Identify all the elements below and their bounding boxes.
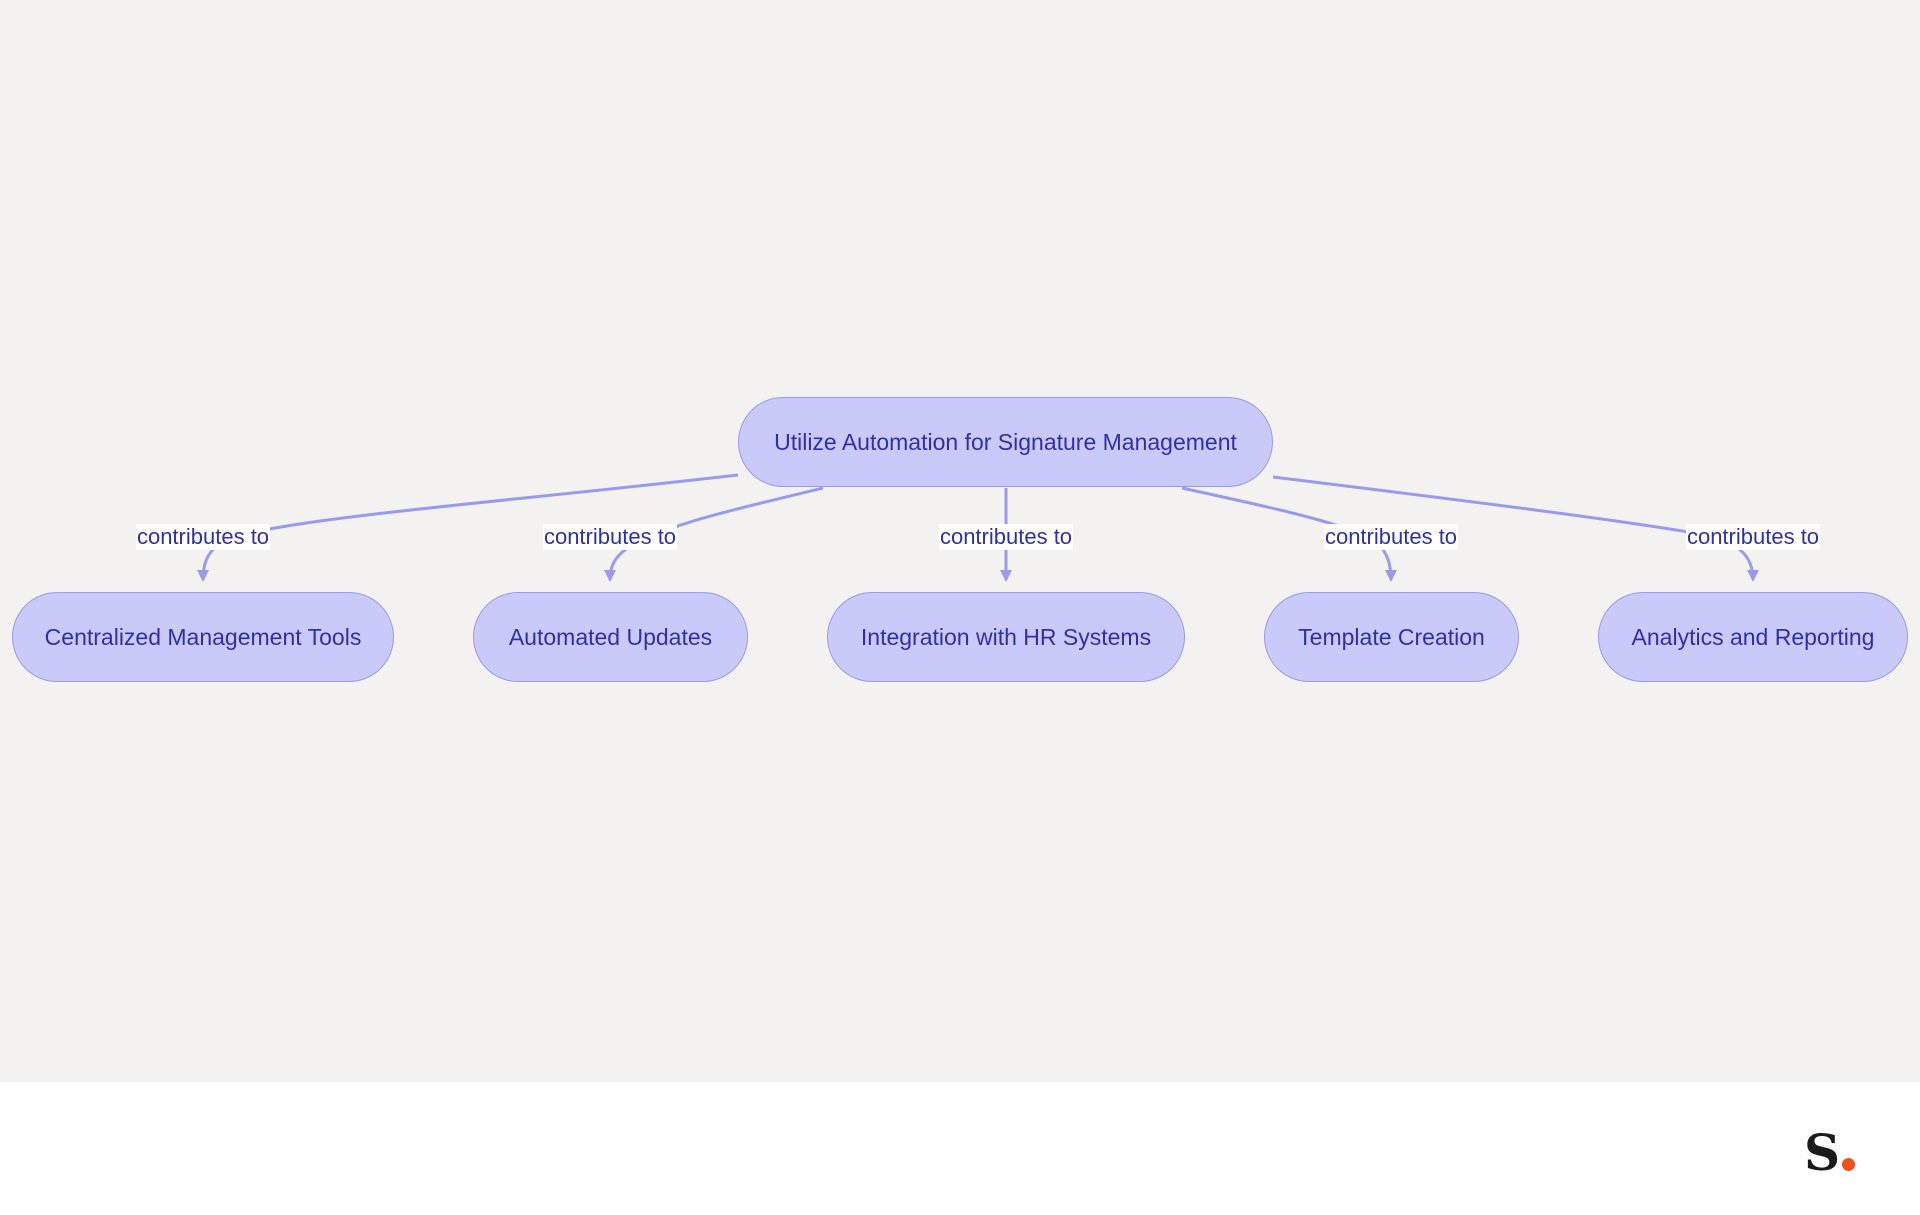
child-node-automated-updates: Automated Updates [473,592,748,682]
logo-letter: S [1804,1123,1841,1182]
child-node-integration-with-hr-systems: Integration with HR Systems [827,592,1185,682]
edge-label: contributes to [542,524,678,550]
edge-label: contributes to [1685,524,1821,550]
edge-connector [1272,475,1759,582]
edge-label: contributes to [135,524,271,550]
edge-label: contributes to [1323,524,1459,550]
footer [0,1082,1920,1215]
edge-label: contributes to [938,524,1074,550]
child-node-centralized-management-tools: Centralized Management Tools [12,592,394,682]
logo-dot-icon [1842,1158,1856,1171]
child-node-analytics-and-reporting: Analytics and Reporting [1598,592,1908,682]
child-node-template-creation: Template Creation [1264,592,1519,682]
brand-logo: S [1804,1123,1856,1182]
root-node: Utilize Automation for Signature Managem… [738,397,1273,487]
diagram-canvas: Utilize Automation for Signature Managem… [0,0,1920,1082]
